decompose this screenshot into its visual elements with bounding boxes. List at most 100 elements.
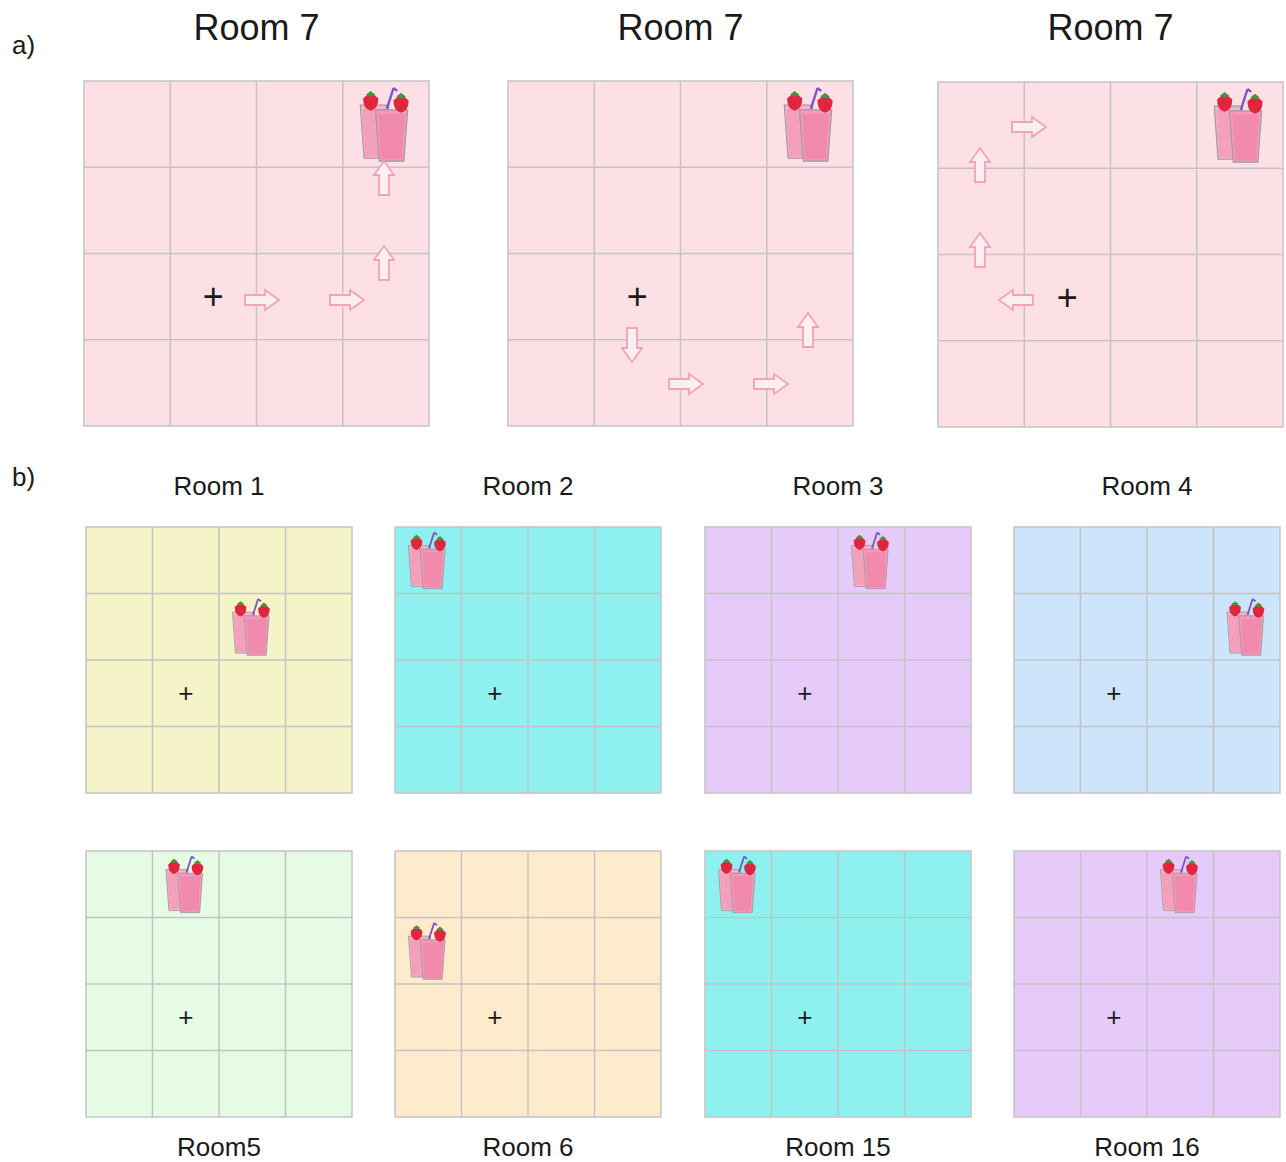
room-floor [395,527,661,793]
grid-line [508,253,853,255]
grid-line [1014,1050,1280,1052]
grid-line [342,81,344,426]
room-grid: Room 16+ [1014,851,1280,1117]
start-marker: + [797,678,812,709]
room-title: Room 7 [617,6,743,49]
room-grid: Room 4+ [1014,527,1280,793]
grid-line [86,1050,352,1052]
room-title: Room 1 [173,471,264,502]
panel-label: a) [12,30,35,61]
room-title: Room 15 [785,1132,891,1162]
smoothie-reward [232,599,269,655]
start-marker: + [1057,276,1078,319]
room-grid: Room 15+ [705,851,971,1117]
grid-line [285,851,287,1117]
smoothie-reward [360,88,408,161]
room-grid: Room 7+ [938,82,1283,427]
grid-line [1213,851,1215,1117]
start-marker: + [178,1002,193,1033]
grid-line [1014,659,1280,661]
start-marker: + [1106,678,1121,709]
smoothie-reward [408,532,445,588]
grid-line [1196,82,1198,427]
grid-line [395,1050,661,1052]
move-arrow [374,246,394,280]
smoothie-reward [718,856,755,912]
grid-line [766,81,768,426]
grid-line [938,254,1283,256]
smoothie-reward [1227,599,1264,655]
move-arrow [245,290,279,310]
panel-label: b) [12,462,35,493]
room-floor [395,851,661,1117]
move-arrow [798,313,818,347]
room-grid: Room 1+ [86,527,352,793]
room-title: Room 7 [193,6,319,49]
room-title: Room5 [177,1132,261,1162]
move-arrow [754,374,788,394]
room-grid: Room5+ [86,851,352,1117]
grid-line [1213,527,1215,793]
grid-line [705,983,971,985]
start-marker: + [627,275,648,318]
room-title: Room 6 [482,1132,573,1162]
smoothie-reward [1214,89,1262,162]
move-arrow [1012,117,1046,137]
start-marker: + [487,678,502,709]
start-marker: + [178,678,193,709]
room-title: Room 16 [1094,1132,1200,1162]
move-arrow [669,374,703,394]
smoothie-reward [166,856,203,912]
start-marker: + [1106,1002,1121,1033]
room-title: Room 4 [1101,471,1192,502]
grid-line [395,659,661,661]
grid-line [86,659,352,661]
grid-line [285,527,287,793]
grid-line [904,851,906,1117]
room-floor [86,851,352,1117]
start-marker: + [487,1002,502,1033]
move-arrow [999,290,1033,310]
room-grid: Room 2+ [395,527,661,793]
room-floor [84,81,429,426]
room-title: Room 7 [1047,6,1173,49]
room-floor [938,82,1283,427]
move-arrow [970,233,990,267]
move-arrow [374,161,394,195]
grid-line [84,339,429,341]
smoothie-reward [1160,856,1197,912]
room-floor [508,81,853,426]
grid-line [594,851,596,1117]
grid-line [938,340,1283,342]
smoothie-reward [851,532,888,588]
move-arrow [330,290,364,310]
grid-line [86,983,352,985]
room-floor [705,527,971,793]
grid-line [705,1050,971,1052]
room-floor [1014,851,1280,1117]
room-grid: Room 7+ [508,81,853,426]
move-arrow [970,148,990,182]
room-grid: Room 7+ [84,81,429,426]
room-title: Room 2 [482,471,573,502]
grid-line [86,726,352,728]
smoothie-reward [784,88,832,161]
move-arrow [622,328,642,362]
room-grid: Room 3+ [705,527,971,793]
grid-line [594,527,596,793]
smoothie-reward [408,923,445,979]
grid-line [1014,726,1280,728]
grid-line [705,659,971,661]
room-floor [1014,527,1280,793]
start-marker: + [203,275,224,318]
grid-line [1014,983,1280,985]
room-title: Room 3 [792,471,883,502]
grid-line [395,726,661,728]
start-marker: + [797,1002,812,1033]
room-floor [86,527,352,793]
room-floor [705,851,971,1117]
room-grid: Room 6+ [395,851,661,1117]
grid-line [705,726,971,728]
grid-line [904,527,906,793]
